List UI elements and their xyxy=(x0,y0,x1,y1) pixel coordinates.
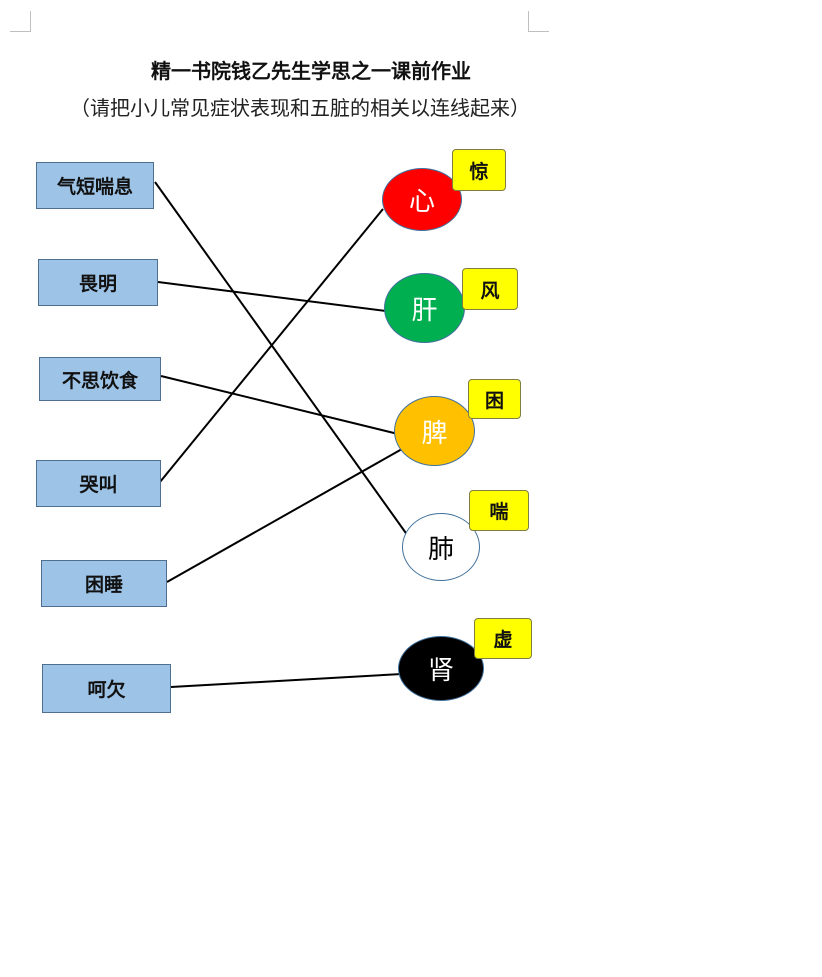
symptom-label: 不思饮食 xyxy=(61,369,138,392)
organ-label: 肺 xyxy=(427,534,454,565)
organ-circle-kidney[interactable]: 肾 xyxy=(398,636,484,701)
tag-label: 困 xyxy=(484,389,504,412)
organ-circle-lung[interactable]: 肺 xyxy=(402,513,480,581)
tag-label: 惊 xyxy=(469,160,489,183)
organ-tag-wind: 风 xyxy=(462,268,518,310)
symptom-label: 气短喘息 xyxy=(56,176,133,198)
connection-line xyxy=(166,448,403,583)
symptom-label: 困睡 xyxy=(84,574,123,596)
organ-circle-liver[interactable]: 肝 xyxy=(384,273,465,343)
tag-label: 风 xyxy=(480,279,500,302)
organ-tag-deficiency: 虚 xyxy=(474,618,532,659)
symptom-box-yawning[interactable]: 呵欠 xyxy=(42,664,171,713)
organ-label: 肝 xyxy=(411,295,438,326)
tag-label: 喘 xyxy=(489,501,509,523)
connection-line xyxy=(160,375,399,435)
document-title: 精一书院钱乙先生学思之一课前作业 xyxy=(151,59,471,83)
symptom-box-drowsiness[interactable]: 困睡 xyxy=(41,560,167,607)
connection-line xyxy=(154,181,409,537)
symptom-label: 呵欠 xyxy=(87,679,126,701)
connection-line xyxy=(157,281,387,312)
organ-tag-fright: 惊 xyxy=(452,149,506,191)
page-corner-mark-left xyxy=(10,11,31,32)
symptom-box-no-appetite[interactable]: 不思饮食 xyxy=(39,357,161,401)
tag-label: 虚 xyxy=(493,629,513,651)
organ-label: 心 xyxy=(408,187,435,217)
organ-tag-panting: 喘 xyxy=(469,490,529,531)
symptom-box-crying[interactable]: 哭叫 xyxy=(36,460,161,507)
symptom-box-shortness-of-breath[interactable]: 气短喘息 xyxy=(36,162,154,209)
document-subtitle: （请把小儿常见症状表现和五脏的相关以连线起来） xyxy=(70,96,530,120)
symptom-label: 哭叫 xyxy=(79,474,118,496)
symptom-label: 畏明 xyxy=(78,273,117,295)
connection-line xyxy=(170,673,403,688)
connection-line xyxy=(159,208,384,483)
page-corner-mark-right xyxy=(528,11,549,32)
organ-tag-fatigue: 困 xyxy=(468,379,521,419)
organ-label: 脾 xyxy=(421,418,448,449)
organ-circle-spleen[interactable]: 脾 xyxy=(394,396,475,466)
organ-label: 肾 xyxy=(427,656,454,686)
organ-circle-heart[interactable]: 心 xyxy=(382,168,462,231)
symptom-box-photophobia[interactable]: 畏明 xyxy=(38,259,158,306)
